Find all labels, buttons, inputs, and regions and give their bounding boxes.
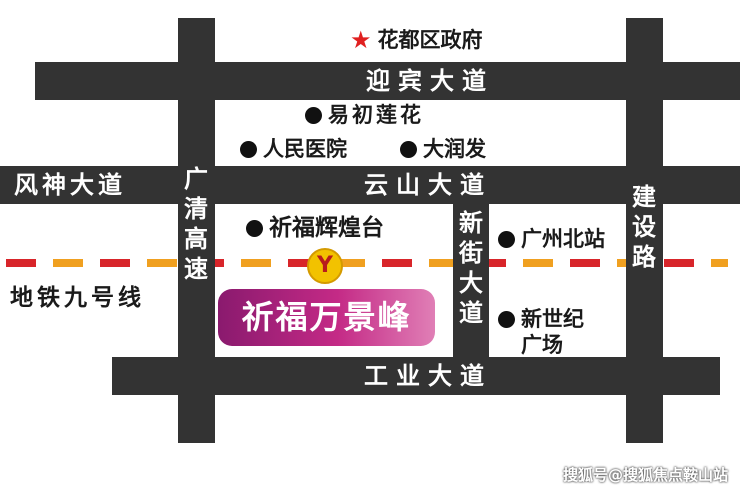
location-dot-icon	[246, 219, 263, 237]
metro-line-segment	[570, 259, 600, 267]
metro-station-icon: Y	[307, 248, 343, 284]
poi-new-century: 新世纪	[498, 307, 584, 331]
poi-label: 广州北站	[521, 227, 605, 251]
poi-darunfa: 大润发	[400, 137, 486, 161]
road-yunshan	[0, 166, 740, 204]
location-dot-icon	[400, 140, 417, 158]
road-label-char: 设	[632, 213, 656, 241]
poi-government: ★ 花都区政府	[350, 28, 483, 52]
poi-yichu: 易初莲花	[305, 103, 424, 127]
watermark: 搜狐号@搜狐焦点鞍山站	[562, 466, 728, 484]
metro-line-segment	[429, 259, 459, 267]
road-label-gongye: 工业大道	[364, 362, 492, 390]
metro-line-segment	[335, 259, 365, 267]
metro-line-segment	[382, 259, 412, 267]
poi-label: 新世纪	[521, 307, 584, 331]
road-xinjie	[453, 166, 489, 395]
metro-line-label: 地铁九号线	[10, 285, 145, 311]
poi-north-station: 广州北站	[498, 227, 605, 251]
road-label-char: 广	[184, 165, 208, 193]
poi-huihuang: 祈福辉煌台	[246, 216, 384, 240]
poi-label: 花都区政府	[377, 28, 483, 52]
road-label-fengshen: 风神大道	[14, 171, 126, 199]
metro-line-segment	[711, 259, 728, 267]
road-guangqing	[178, 18, 215, 443]
location-dot-icon	[240, 140, 257, 158]
road-label-guangqing: 广 清 高 速	[181, 164, 211, 284]
poi-label: 大润发	[423, 137, 486, 161]
road-label-char: 路	[632, 243, 656, 271]
poi-new-century-line2: 广场	[521, 333, 563, 357]
road-label-char: 清	[184, 195, 208, 223]
road-label-char: 建	[632, 183, 656, 211]
location-dot-icon	[305, 106, 322, 124]
metro-line-segment	[53, 259, 83, 267]
poi-label: 易初莲花	[328, 103, 424, 127]
road-jianshe	[626, 18, 663, 443]
poi-label: 人民医院	[263, 137, 347, 161]
metro-line-dashes	[6, 259, 728, 267]
road-label-char: 新	[459, 209, 483, 237]
metro-line-segment	[241, 259, 271, 267]
road-label-char: 速	[184, 255, 208, 283]
project-badge: 祈福万景峰	[218, 289, 435, 346]
road-label-char: 道	[459, 299, 483, 327]
road-label-xinjie: 新 街 大 道	[456, 208, 486, 328]
road-label-char: 大	[459, 269, 483, 297]
metro-line-segment	[476, 259, 506, 267]
metro-line-segment	[100, 259, 130, 267]
metro-line-segment	[664, 259, 694, 267]
road-label-yunshan: 云山大道	[364, 171, 492, 199]
location-dot-icon	[498, 310, 515, 328]
metro-line-segment	[523, 259, 553, 267]
road-label-char: 高	[184, 225, 208, 253]
poi-label: 祈福辉煌台	[269, 215, 384, 241]
road-label-char: 街	[459, 239, 483, 267]
poi-hospital: 人民医院	[240, 137, 347, 161]
location-dot-icon	[498, 230, 515, 248]
metro-line-segment	[288, 259, 318, 267]
metro-line-segment	[147, 259, 177, 267]
metro-line-segment	[6, 259, 36, 267]
road-label-yingbin: 迎宾大道	[366, 67, 494, 95]
star-icon: ★	[350, 26, 372, 54]
road-label-jianshe: 建 设 路	[629, 182, 659, 272]
road-yingbin	[35, 62, 740, 100]
